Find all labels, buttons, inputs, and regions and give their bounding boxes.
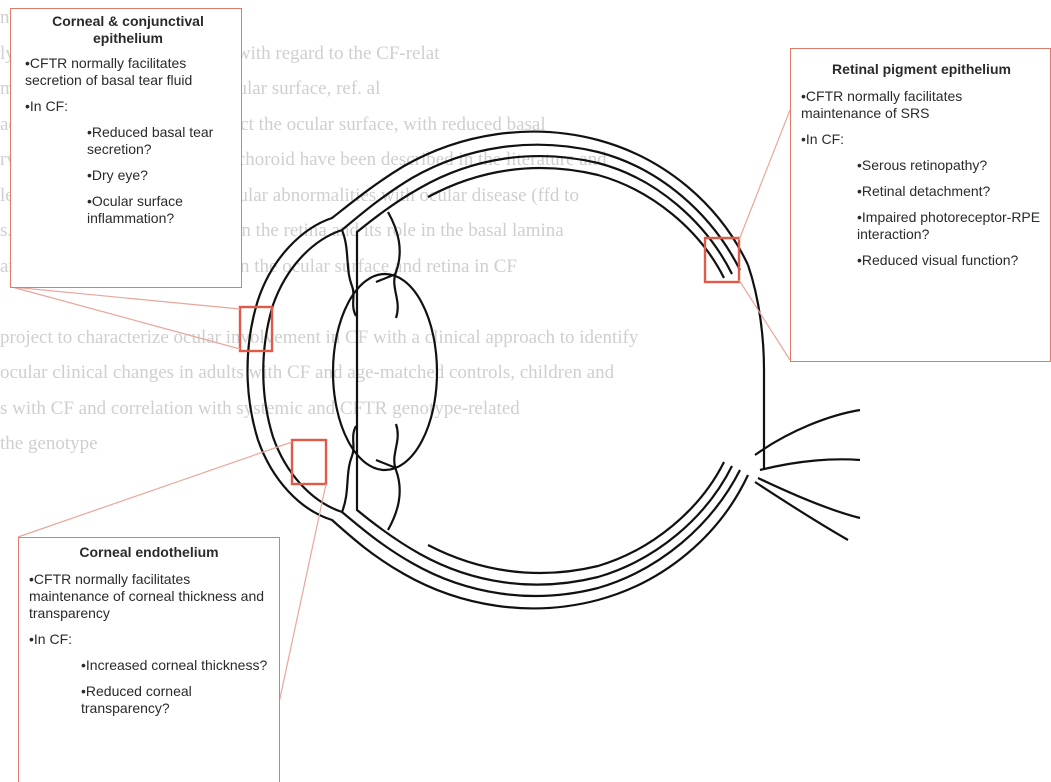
leader-line xyxy=(18,442,292,537)
zonule xyxy=(376,460,396,468)
highlight-corneal-endothelium xyxy=(292,440,326,484)
choroid-layer xyxy=(357,156,732,584)
callout-subitem: •Ocular surface inflammation? xyxy=(87,193,231,227)
callout-sublist: •Serous retinopathy? •Retinal detachment… xyxy=(801,157,1042,269)
callout-item: •CFTR normally facilitates maintenance o… xyxy=(801,88,1042,122)
callout-subitem: •Increased corneal thickness? xyxy=(81,657,269,674)
callout-subitem: •Dry eye? xyxy=(87,167,231,184)
callout-subitem: •Reduced corneal transparency? xyxy=(81,683,269,717)
optic-nerve xyxy=(748,265,764,470)
optic-nerve-sheath-top xyxy=(755,410,860,455)
iris-lower xyxy=(342,426,356,512)
callout-item: •In CF: xyxy=(25,98,231,115)
callout-item: •CFTR normally facilitates secretion of … xyxy=(25,55,231,89)
eye-outline xyxy=(248,132,861,609)
ciliary-lower xyxy=(388,424,400,530)
callout-subitem: •Serous retinopathy? xyxy=(857,157,1042,174)
callout-sublist: •Reduced basal tear secretion? •Dry eye?… xyxy=(25,124,231,227)
callout-title: Corneal & conjunctival epithelium xyxy=(25,13,231,47)
callout-subitem: •Reduced visual function? xyxy=(857,252,1042,269)
callout-title: Corneal endothelium xyxy=(29,544,269,561)
callout-subitem: •Retinal detachment? xyxy=(857,183,1042,200)
callout-subitem: •Reduced basal tear secretion? xyxy=(87,124,231,158)
leader-line xyxy=(12,287,240,349)
callout-title: Retinal pigment epithelium xyxy=(801,61,1042,78)
callout-sublist: •Increased corneal thickness? •Reduced c… xyxy=(29,657,269,717)
callout-item: •CFTR normally facilitates maintenance o… xyxy=(29,571,269,622)
leader-line xyxy=(12,287,240,309)
callout-item: •In CF: xyxy=(29,631,269,648)
ciliary-upper xyxy=(388,212,400,318)
callout-corneal-endothelium: Corneal endothelium •CFTR normally facil… xyxy=(18,537,280,782)
callout-retinal-pigment: Retinal pigment epithelium •CFTR normall… xyxy=(790,48,1051,362)
callout-subitem: •Impaired photoreceptor-RPE interaction? xyxy=(857,209,1042,243)
optic-nerve-sheath-bottom-2 xyxy=(758,478,860,518)
lens xyxy=(333,274,437,470)
callout-item: •In CF: xyxy=(801,131,1042,148)
callout-corneal-conjunctival: Corneal & conjunctival epithelium •CFTR … xyxy=(10,8,242,288)
optic-nerve-sheath-mid xyxy=(760,459,860,470)
retina-layer xyxy=(428,168,724,573)
leader-line xyxy=(739,110,790,240)
